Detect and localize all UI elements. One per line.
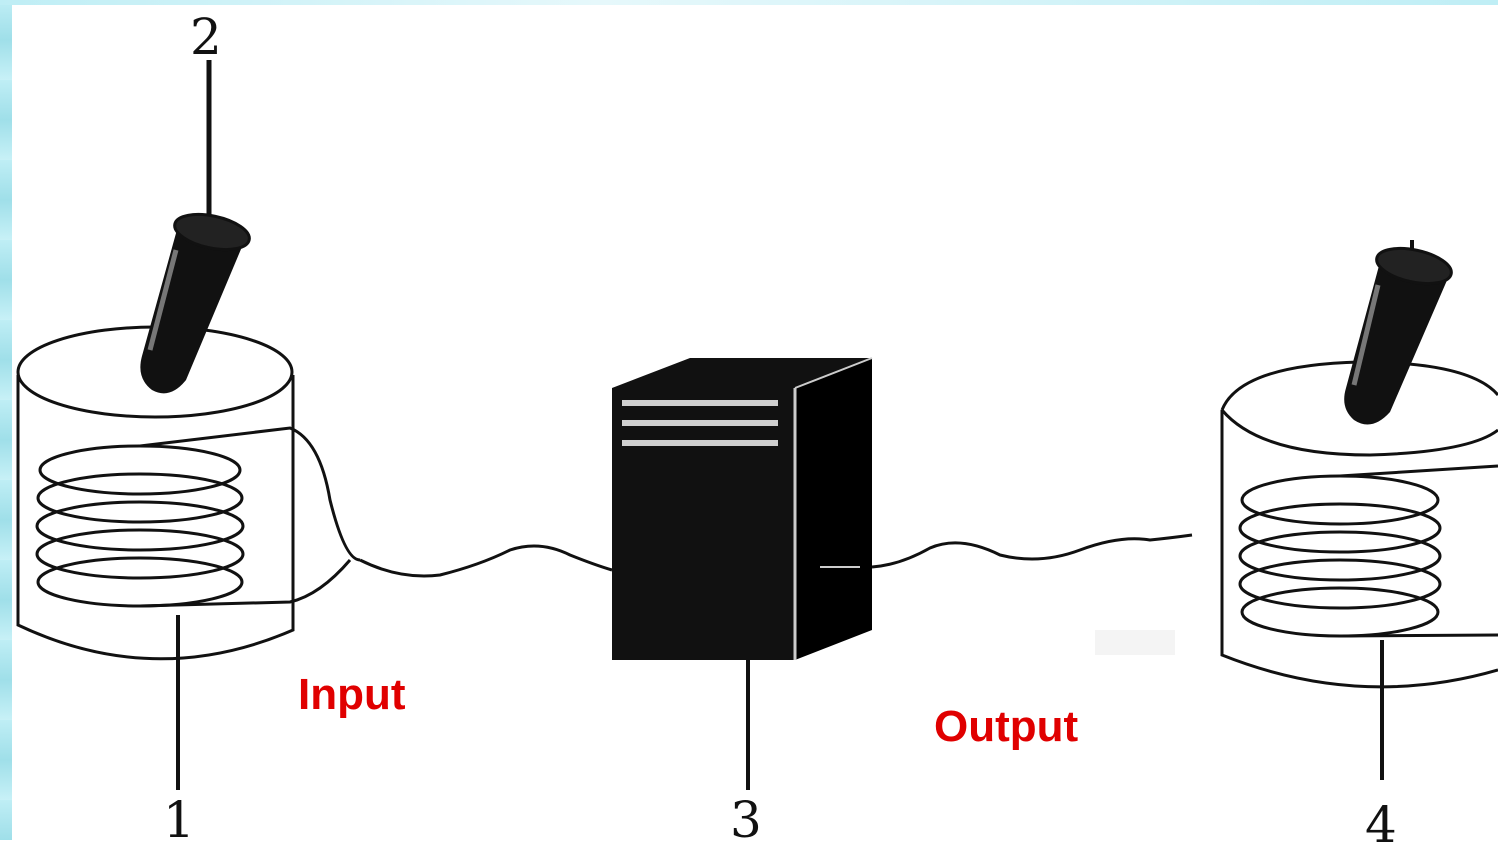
computer-tower-icon bbox=[612, 357, 873, 660]
top-frame-border bbox=[0, 0, 1498, 5]
input-wire bbox=[359, 544, 613, 578]
left-test-tube-icon bbox=[140, 60, 251, 394]
callout-3-label: 3 bbox=[730, 791, 762, 849]
input-label: Input bbox=[298, 670, 406, 719]
output-wire bbox=[871, 533, 1193, 569]
callout-4-label: 4 bbox=[1365, 796, 1397, 854]
smudge bbox=[1095, 630, 1175, 655]
callout-1-label: 1 bbox=[163, 791, 195, 849]
drive-bay-1 bbox=[622, 400, 778, 406]
right-test-tube-icon bbox=[1344, 240, 1453, 425]
output-label: Output bbox=[934, 702, 1079, 751]
callout-2-label: 2 bbox=[190, 8, 222, 66]
left-frame-border bbox=[0, 0, 12, 840]
drive-bay-2 bbox=[622, 420, 778, 426]
right-coil-icon bbox=[1238, 464, 1498, 638]
left-coil-icon bbox=[35, 426, 361, 608]
drive-bay-3 bbox=[622, 440, 778, 446]
